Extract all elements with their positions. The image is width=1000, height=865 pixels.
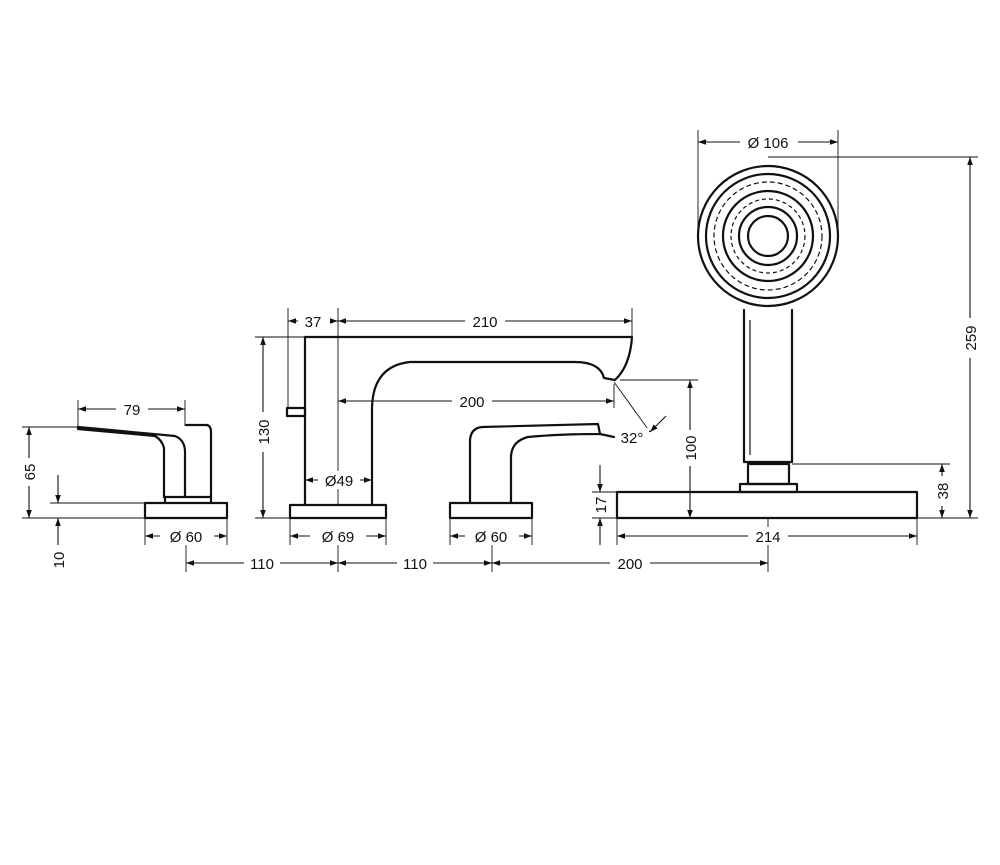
left-valve-base — [163, 495, 213, 505]
dimension-labels: 79 65 10 Ø 60 110 37 210 200 130 Ø49 Ø 6… — [20, 133, 980, 573]
shower-spray-ring-4 — [737, 205, 799, 267]
dim-lever-height: 65 — [22, 464, 39, 481]
dim-spout-rosette-diameter: Ø 69 — [322, 529, 355, 546]
right-lever-tip — [598, 432, 616, 439]
dim-spout-height: 130 — [256, 419, 273, 444]
dim-holder-height: 38 — [935, 483, 952, 500]
dim-spout-outlet-reach: 200 — [459, 394, 484, 411]
right-rosette — [448, 501, 534, 520]
left-valve-handle — [76, 423, 229, 520]
dim-total-height: 259 — [963, 325, 980, 350]
left-lever-profile — [76, 425, 187, 499]
right-valve-handle — [448, 422, 616, 520]
dim-shower-head-diameter: Ø 106 — [748, 135, 789, 152]
dim-right-rosette-diameter: Ø 60 — [475, 529, 508, 546]
shower-head-outer — [696, 164, 840, 308]
dim-outlet-angle: 32° — [621, 430, 644, 447]
dim-spout-reach: 210 — [472, 314, 497, 331]
shower-spray-ring-3 — [730, 198, 806, 274]
shower-hose-connector — [738, 482, 799, 494]
dim-lever-width: 79 — [124, 402, 141, 419]
dim-outlet-height: 100 — [683, 435, 700, 460]
dim-left-rosette-diameter: Ø 60 — [170, 529, 203, 546]
dim-spacing-left: 110 — [250, 556, 274, 573]
spout-body — [303, 335, 634, 507]
shower-center-nozzle — [746, 214, 790, 258]
dim-spout-body-offset: 37 — [305, 314, 322, 331]
bath-spout — [285, 335, 634, 520]
right-lever-profile — [468, 422, 602, 505]
shower-handle — [742, 308, 794, 464]
dim-rosette-height: 10 — [51, 552, 68, 569]
left-valve-body — [184, 423, 213, 499]
spout-rosette — [288, 503, 388, 520]
dim-spacing-right: 110 — [403, 556, 427, 573]
dim-spout-body-diameter: Ø49 — [325, 473, 353, 490]
shower-head-rim — [704, 172, 832, 300]
left-rosette — [143, 501, 229, 520]
spout-diverter-knob — [285, 406, 307, 418]
dimension-lines — [22, 130, 978, 572]
dim-spacing-shower: 200 — [617, 556, 642, 573]
shower-handle-collar — [746, 462, 791, 486]
dim-holder-base-width: 214 — [755, 529, 780, 546]
shower-spray-ring-2 — [721, 189, 815, 283]
dim-holder-height-small: 17 — [593, 497, 610, 514]
shower-spray-ring-1 — [713, 181, 823, 291]
hand-shower — [615, 164, 919, 520]
shower-holder-base — [615, 490, 919, 520]
